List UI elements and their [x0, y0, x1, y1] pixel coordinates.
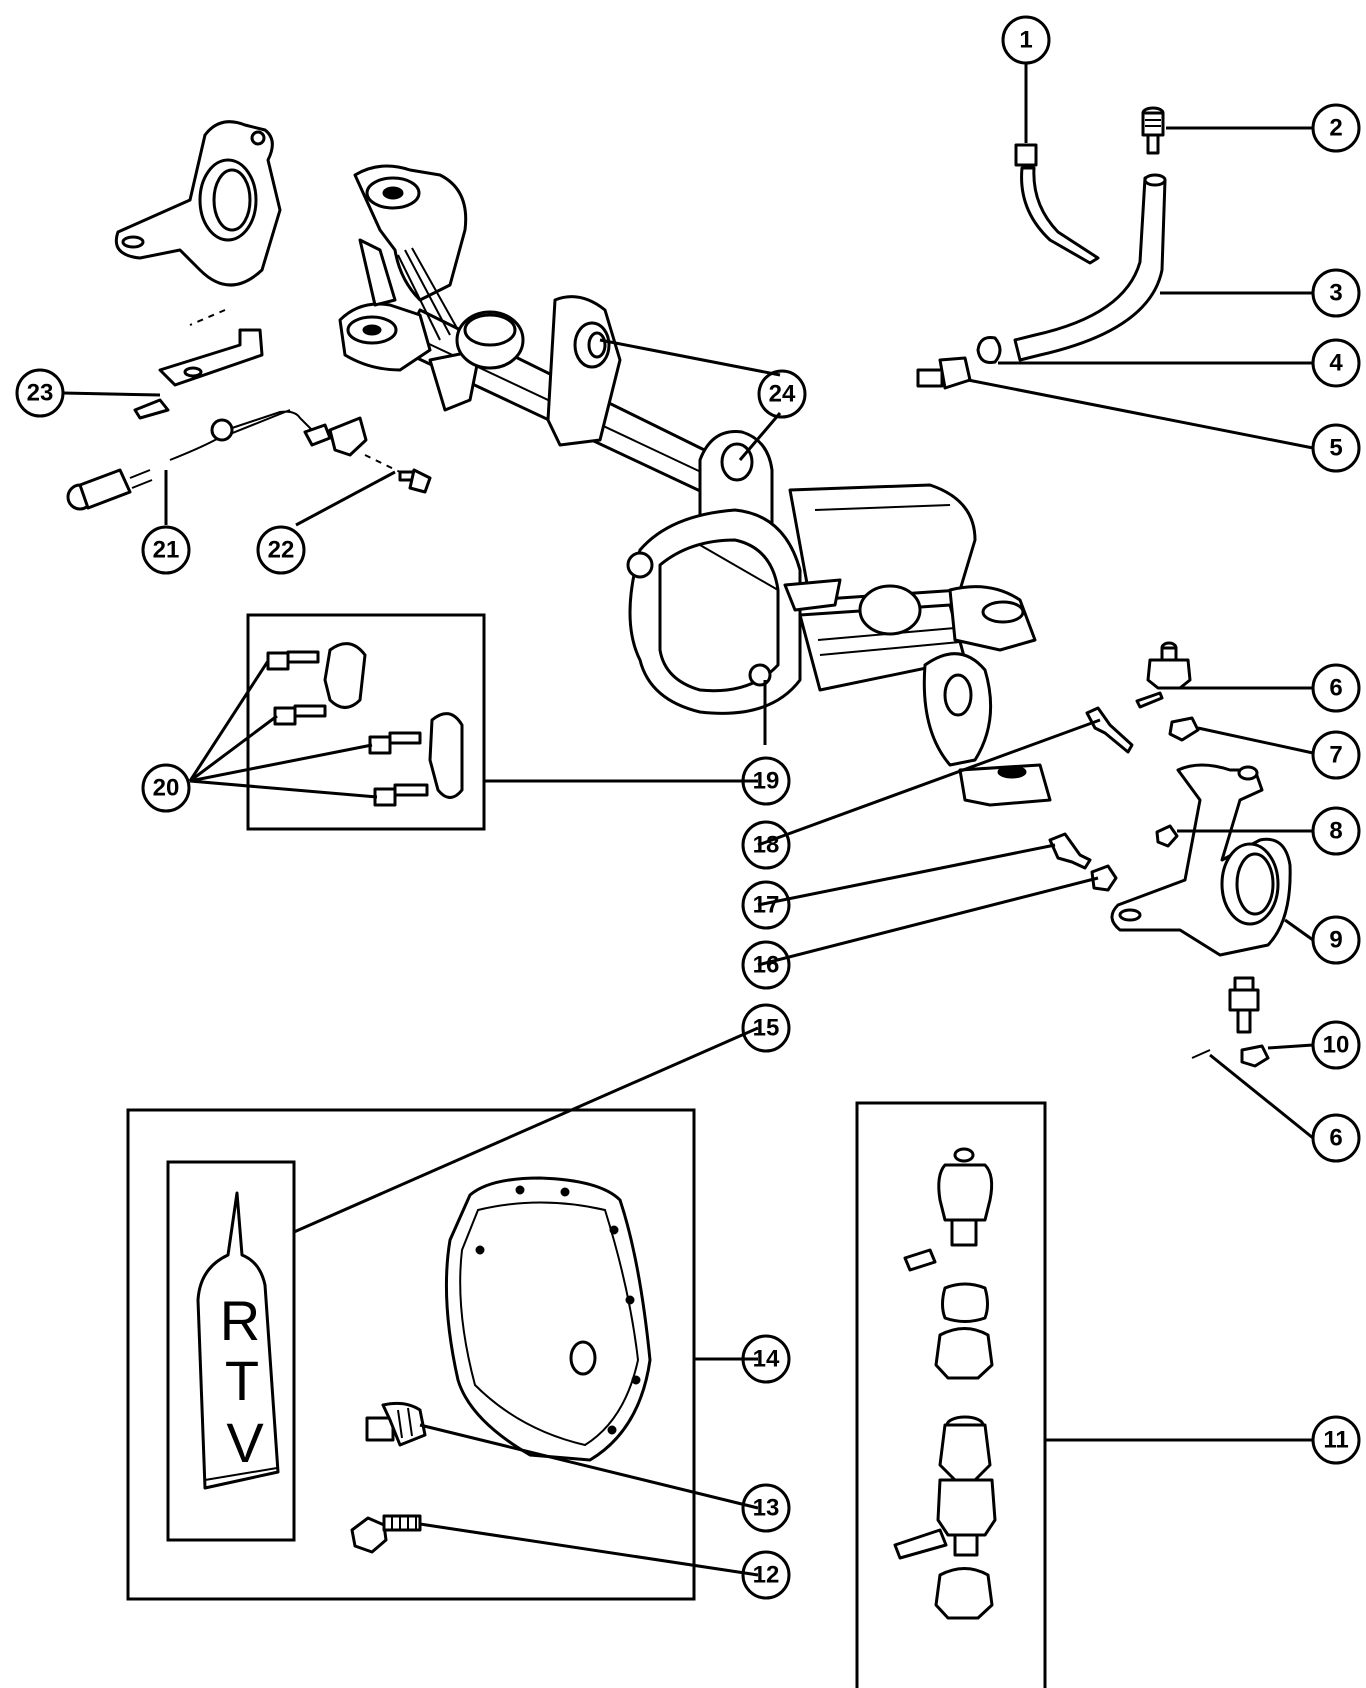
rtv-letter-t: T	[225, 1349, 259, 1412]
svg-text:7: 7	[1329, 742, 1342, 769]
rtv-letter-r: R	[220, 1289, 260, 1352]
svg-text:16: 16	[753, 952, 780, 979]
fill-plug	[365, 1401, 427, 1447]
svg-text:22: 22	[268, 537, 295, 564]
differential-cover	[444, 1176, 652, 1462]
svg-text:10: 10	[1323, 1032, 1350, 1059]
svg-text:18: 18	[753, 832, 780, 859]
steering-knuckle	[1110, 763, 1292, 957]
vent-fitting	[1141, 106, 1165, 155]
callout-12: 12	[741, 1550, 791, 1600]
callout-5: 5	[1311, 423, 1361, 473]
box-ball-joints-11	[855, 1101, 1047, 1688]
callout-10: 10	[1311, 1020, 1361, 1070]
callout-6-lower: 6	[1311, 1113, 1361, 1163]
svg-text:9: 9	[1329, 927, 1342, 954]
svg-text:19: 19	[753, 768, 780, 795]
vent-hose	[1013, 173, 1167, 362]
callout-9: 9	[1311, 915, 1361, 965]
cover-bolt	[350, 1514, 422, 1554]
callout-15: 15	[741, 1003, 791, 1053]
hose-clamp	[976, 336, 1002, 364]
callout-14: 14	[741, 1334, 791, 1384]
leader-lines	[62, 63, 1314, 1577]
svg-text:24: 24	[769, 381, 796, 408]
box-rtv-tube	[166, 1160, 296, 1542]
lower-ball-joint	[1228, 976, 1260, 1034]
cotter-pin-upper	[1135, 691, 1164, 709]
rtv-tube	[196, 1191, 280, 1490]
svg-text:8: 8	[1329, 818, 1342, 845]
vent-nipple	[916, 356, 972, 390]
callout-4: 4	[1311, 338, 1361, 388]
dash-line-bracket	[189, 309, 226, 326]
svg-text:13: 13	[753, 1495, 780, 1522]
svg-text:5: 5	[1329, 435, 1342, 462]
callout-1: 1	[1001, 15, 1051, 65]
callout-23: 23	[15, 368, 65, 418]
vent-hose-clip	[1014, 143, 1100, 265]
callout-22: 22	[256, 525, 306, 575]
svg-text:23: 23	[27, 380, 54, 407]
callout-21: 21	[141, 525, 191, 575]
svg-text:3: 3	[1329, 280, 1342, 307]
svg-text:14: 14	[753, 1346, 780, 1373]
svg-text:17: 17	[753, 892, 780, 919]
callout-6-upper: 6	[1311, 663, 1361, 713]
callout-2: 2	[1311, 103, 1361, 153]
abs-sensor-bracket	[133, 328, 264, 420]
cotter-pin-lower	[1191, 1049, 1211, 1059]
upper-ball-joint	[1146, 641, 1192, 690]
cap-bolts-and-caps	[266, 642, 464, 807]
callout-13: 13	[741, 1483, 791, 1533]
callout-19: 19	[741, 756, 791, 806]
callout-16: 16	[741, 940, 791, 990]
rtv-letter-v: V	[226, 1411, 264, 1474]
callout-24: 24	[757, 369, 807, 419]
adjuster-sleeve	[1048, 832, 1092, 870]
svg-text:15: 15	[753, 1015, 780, 1042]
adjuster-nut	[1090, 864, 1118, 892]
sensor-bolt	[364, 454, 432, 494]
abs-sensor	[66, 409, 368, 511]
svg-text:21: 21	[153, 537, 180, 564]
lower-nut	[1240, 1044, 1270, 1068]
callout-11: 11	[1311, 1415, 1361, 1465]
svg-text:6: 6	[1329, 675, 1342, 702]
box-cover-kit-15	[126, 1108, 696, 1601]
upper-nut	[1168, 716, 1200, 742]
svg-text:20: 20	[153, 775, 180, 802]
callout-18: 18	[741, 820, 791, 870]
ball-joint-kit	[893, 1147, 997, 1620]
upper-knuckle-left	[114, 120, 282, 287]
svg-text:1: 1	[1019, 27, 1032, 54]
callout-7: 7	[1311, 730, 1361, 780]
axle-housing	[338, 164, 1052, 807]
ball-joint-nut	[1155, 824, 1179, 848]
adjuster-stud	[1085, 706, 1134, 754]
callout-20: 20	[141, 763, 191, 813]
svg-text:2: 2	[1329, 115, 1342, 142]
callout-3: 3	[1311, 268, 1361, 318]
box-hardware-20	[246, 613, 486, 831]
callout-8: 8	[1311, 806, 1361, 856]
svg-text:4: 4	[1329, 350, 1343, 377]
svg-text:6: 6	[1329, 1125, 1342, 1152]
svg-text:12: 12	[753, 1562, 780, 1589]
callout-17: 17	[741, 880, 791, 930]
svg-text:11: 11	[1323, 1427, 1348, 1454]
